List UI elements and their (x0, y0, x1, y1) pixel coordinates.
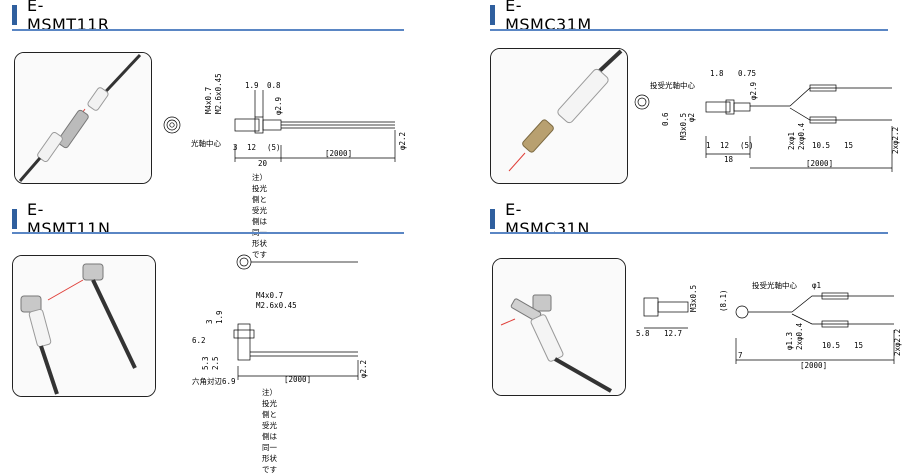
dimension-drawing: 投受光軸中心 0.6 M3x0.5 φ2 1.8 0.75 φ2.9 1 12 … (634, 69, 900, 172)
optical-center-label: 投受光軸中心 (650, 80, 695, 90)
svg-text:φ1: φ1 (812, 281, 821, 290)
svg-text:1: 1 (706, 141, 711, 150)
dimension-drawing: M3x0.5 5.8 12.7 (8.1) 投受光軸中心 φ1 φ1.3 2xφ… (636, 280, 902, 370)
svg-text:[2000]: [2000] (806, 159, 833, 168)
svg-text:φ2.9: φ2.9 (749, 82, 758, 100)
photo-illustration (13, 256, 155, 396)
header-rule (490, 29, 888, 31)
dimension-drawing: M4x0.7 M2.6x0.45 3 1.9 6.2 5.3 2.5 六角対辺6… (192, 254, 368, 386)
svg-text:六角対辺6.9: 六角対辺6.9 (192, 376, 236, 386)
header-accent-bar (490, 5, 496, 25)
svg-text:7: 7 (738, 351, 743, 360)
svg-text:[2000]: [2000] (284, 375, 311, 384)
svg-text:1.8: 1.8 (710, 69, 724, 78)
svg-text:2.5: 2.5 (211, 356, 220, 370)
header-accent-bar (12, 209, 18, 229)
svg-text:φ2.9: φ2.9 (274, 97, 283, 115)
svg-text:φ2.2: φ2.2 (359, 360, 368, 378)
svg-text:5.3: 5.3 (201, 356, 210, 370)
svg-text:2xφ1: 2xφ1 (787, 132, 796, 150)
svg-text:(8.1): (8.1) (719, 289, 728, 312)
svg-text:φ1.3: φ1.3 (785, 332, 794, 350)
svg-text:0.8: 0.8 (267, 81, 281, 90)
svg-text:12: 12 (720, 141, 729, 150)
product-photo (14, 52, 152, 184)
svg-text:15: 15 (844, 141, 853, 150)
svg-text:φ2.2: φ2.2 (398, 132, 407, 150)
photo-illustration (491, 49, 627, 183)
svg-text:M2.6x0.45: M2.6x0.45 (214, 73, 223, 114)
product-photo (492, 258, 626, 396)
svg-text:(5): (5) (267, 143, 281, 152)
footnote: 注）投光側と受光側は同一形状です (262, 388, 277, 474)
svg-text:15: 15 (854, 341, 863, 350)
svg-text:1.9: 1.9 (245, 81, 259, 90)
svg-text:2xφ2.2: 2xφ2.2 (891, 127, 900, 154)
svg-text:[2000]: [2000] (800, 361, 827, 370)
section-header: E-MSMT11N (12, 200, 111, 238)
svg-text:12.7: 12.7 (664, 329, 682, 338)
svg-text:12: 12 (247, 143, 256, 152)
svg-text:20: 20 (258, 159, 268, 168)
product-photo (490, 48, 628, 184)
dimension-drawing: 光軸中心 M4x0.7 M2.6x0.45 1.9 0.8 φ2.9 3 12 … (163, 73, 407, 168)
svg-text:1.9: 1.9 (215, 310, 224, 324)
header-rule (490, 232, 888, 234)
svg-text:2xφ0.4: 2xφ0.4 (795, 322, 804, 350)
svg-text:6.2: 6.2 (192, 336, 206, 345)
section-header: E-MSMT11R (12, 0, 111, 34)
svg-text:M3x0.5: M3x0.5 (689, 285, 698, 312)
svg-text:10.5: 10.5 (812, 141, 830, 150)
svg-text:10.5: 10.5 (822, 341, 840, 350)
svg-text:M4x0.7: M4x0.7 (256, 291, 283, 300)
product-photo (12, 255, 156, 397)
svg-text:18: 18 (724, 155, 734, 164)
svg-text:3: 3 (205, 319, 214, 324)
svg-text:M2.6x0.45: M2.6x0.45 (256, 301, 297, 310)
optical-center-label: 投受光軸中心 (752, 280, 797, 290)
svg-text:5.8: 5.8 (636, 329, 650, 338)
header-rule (12, 29, 404, 31)
photo-illustration (493, 259, 625, 395)
svg-text:M4x0.7: M4x0.7 (204, 87, 213, 114)
svg-text:(5): (5) (740, 141, 754, 150)
svg-text:2xφ2.2: 2xφ2.2 (893, 329, 902, 356)
svg-text:φ2: φ2 (687, 113, 696, 122)
svg-text:[2000]: [2000] (325, 149, 352, 158)
header-accent-bar (12, 5, 18, 25)
svg-text:2xφ0.4: 2xφ0.4 (797, 122, 806, 150)
section-header: E-MSMC31M (490, 0, 593, 34)
section-header: E-MSMC31N (490, 200, 591, 238)
svg-text:0.6: 0.6 (661, 112, 670, 126)
footnote: 注）投光側と受光側は同一形状です (252, 173, 267, 259)
header-rule (12, 232, 404, 234)
svg-text:0.75: 0.75 (738, 69, 756, 78)
header-accent-bar (490, 209, 496, 229)
optical-center-label: 光軸中心 (191, 138, 221, 148)
svg-text:3: 3 (233, 143, 238, 152)
svg-text:M3x0.5: M3x0.5 (679, 113, 688, 140)
photo-illustration (15, 53, 151, 183)
